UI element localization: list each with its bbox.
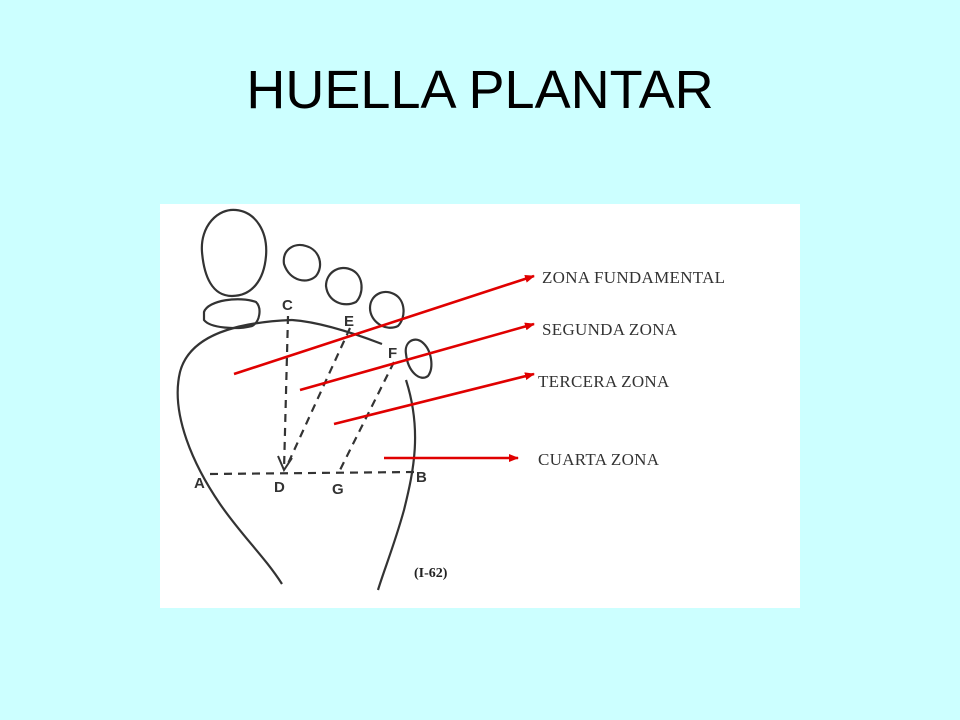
fourth-toe-print: [368, 290, 405, 329]
point-label-f: F: [388, 345, 397, 362]
zone-label-fundamental: ZONA FUNDAMENTAL: [542, 268, 726, 287]
point-label-d: D: [274, 479, 285, 496]
point-label-a: A: [194, 475, 205, 492]
zone-label-segunda: SEGUNDA ZONA: [542, 320, 678, 339]
footprint-diagram: A B C D E F G: [176, 208, 535, 591]
footprint-figure: A B C D E F G ZONA FUNDAMENTAL SEGUNDA Z…: [160, 204, 800, 608]
point-label-b: B: [416, 469, 427, 486]
third-toe-print: [324, 266, 363, 306]
big-toe-joint-print: [202, 298, 261, 330]
slide-title: HUELLA PLANTAR: [246, 60, 714, 120]
construction-lines: [209, 315, 415, 476]
figure-reference: (I-62): [414, 566, 448, 581]
arrow-tercera-zona: [333, 372, 535, 426]
line-d-arrowhead: [277, 455, 293, 473]
sole-outline-medial: [176, 318, 293, 585]
little-toe-print: [404, 338, 433, 379]
line-e-d: [284, 327, 352, 469]
second-toe-print: [282, 243, 322, 282]
line-c-d: [282, 315, 290, 471]
arrow-zona-fundamental: [233, 274, 535, 376]
arrow-segunda-zona: [299, 322, 535, 392]
sole-outline-lateral: [376, 379, 417, 591]
point-label-c: C: [282, 297, 293, 314]
zone-label-tercera: TERCERA ZONA: [538, 372, 670, 391]
sole-outline-upper: [291, 318, 383, 346]
point-label-e: E: [344, 313, 354, 330]
big-toe-print: [200, 208, 268, 298]
zone-arrows: [233, 274, 535, 462]
sole-outline: [176, 318, 417, 591]
point-label-g: G: [332, 481, 344, 498]
toe-prints: [200, 208, 433, 379]
zone-label-cuarta: CUARTA ZONA: [538, 450, 660, 469]
line-a-b: [209, 470, 415, 476]
